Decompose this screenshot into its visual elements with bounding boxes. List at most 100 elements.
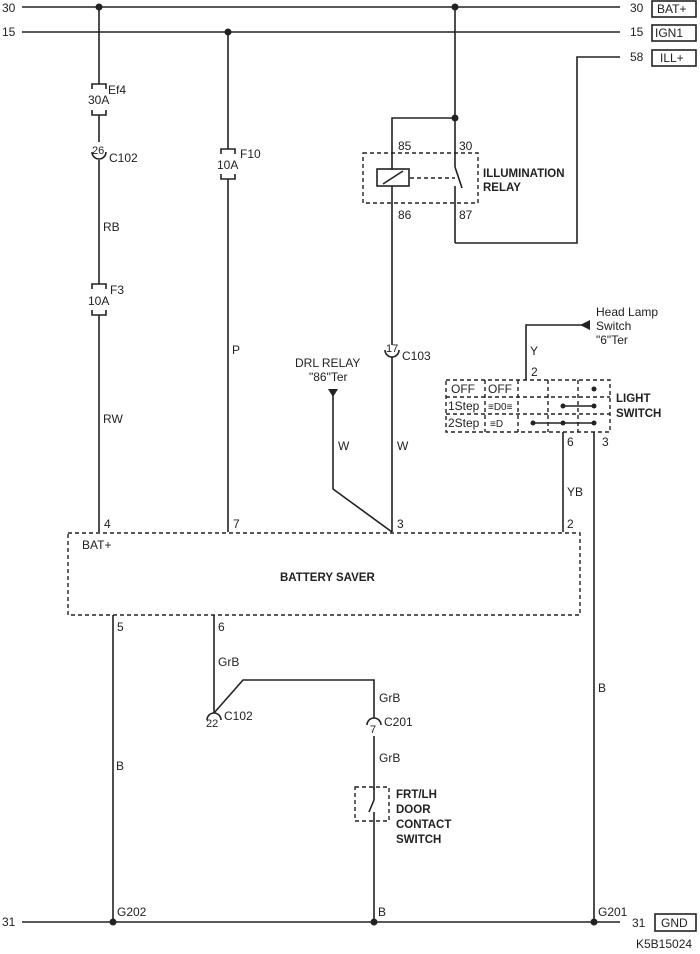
door-label-2: DOOR [396,804,431,816]
relay-pin87: 87 [459,208,473,222]
light-switch: Head Lamp Switch "6"Ter Y 2 OFF OFF 1Ste… [445,305,661,922]
door-label-4: SWITCH [396,834,441,846]
junction-dot [370,918,378,926]
ign-rail: 15 15 IGN1 [2,24,697,42]
c102-bottom-name: C102 [224,709,253,723]
relay-pin86: 86 [398,208,412,222]
wire-w-c103: W [397,439,409,453]
wire-rb: RB [103,220,120,234]
saver-pin4: 4 [104,517,111,531]
fuse-f3-name: F3 [110,283,124,297]
f10-branch: F10 10A P 7 [217,28,261,532]
figure-id: K5B15024 [636,937,692,951]
drl-relay-lead: DRL RELAY "86"Ter W [295,356,393,533]
relay-title-2: RELAY [483,182,521,194]
saver-pin2: 2 [567,517,574,531]
connector-c102-icon [91,151,107,160]
ls-pin6: 6 [567,435,574,449]
wire-p: P [232,343,240,357]
door-switch-box [354,786,390,822]
drl-label-2: "86"Ter [309,370,348,384]
ls-title-2: SWITCH [616,408,661,420]
ls-row2-sym: ≡D0≡ [488,402,513,413]
wire-w-drl: W [338,439,350,453]
fuse-f3-rating: 10A [88,294,109,308]
relay-pin30: 30 [459,139,473,153]
bat-terminal-box [651,0,697,18]
light-switch-box [445,379,611,433]
ign-rail-num-left: 15 [2,25,16,39]
gnd-rail-num: 31 [632,916,646,930]
fuse-ef4-name: Ef4 [108,83,126,97]
relay-title-1: ILLUMINATION [483,168,565,180]
gnd-rail-num-left: 31 [2,915,16,929]
door-label-1: FRT/LH [396,789,437,801]
connector-c201-icon [366,717,382,726]
c201-name: C201 [384,715,413,729]
wire-y: Y [530,344,538,358]
ground-g201: G201 [598,905,628,919]
wire-grb-1: GrB [218,655,239,669]
ls-row3-sym: ≡D [490,419,503,430]
ill-rail-num: 58 [630,50,644,64]
ls-row1-pos: OFF [451,382,475,396]
ls-title-1: LIGHT [616,393,651,405]
saver-pin3: 3 [397,517,404,531]
wire-b-mid: B [378,905,386,919]
junction-dot [109,918,117,926]
wire-yb: YB [567,485,583,499]
left-branch: Ef4 30A 26 C102 RB F3 10A RW 4 [88,3,138,532]
relay-box [362,152,479,204]
bat-rail-num-left: 30 [2,1,16,15]
wire-b-left: B [116,759,124,773]
fuse-ef4-rating: 30A [88,93,109,107]
headlamp-label-1: Head Lamp [596,305,658,319]
gnd-terminal-box [654,913,697,932]
door-label-3: CONTACT [396,819,451,831]
ls-row2-pos: 1Step [448,399,480,413]
wire-b-right: B [598,681,606,695]
ground-branch-left: 5 B [112,615,124,922]
saver-pin6: 6 [218,620,225,634]
fuse-f10-rating: 10A [217,158,238,172]
illumination-relay: 85 30 86 87 ILLUMINATION RELAY 17 C103 W… [362,3,565,532]
ls-row3-pos: 2Step [448,416,480,430]
ls-pin3: 3 [602,435,609,449]
ign-rail-num: 15 [630,25,644,39]
ls-pin2: 2 [531,365,538,379]
c102-bottom-pin: 22 [206,718,218,730]
ground-rail: 31 G202 G201 31 GND [2,905,697,932]
ill-terminal-box [651,49,697,67]
wire-grb-3: GrB [379,751,400,765]
drl-label-1: DRL RELAY [295,356,360,370]
headlamp-label-2: Switch [596,319,631,333]
c103-name: C103 [402,349,431,363]
ground-g202: G202 [117,905,147,919]
relay-coil-icon [376,168,410,187]
ign-terminal-label: IGN1 [655,26,683,40]
battery-saver: BAT+ BATTERY SAVER [67,532,581,616]
ill-rail: 58 ILL+ [455,49,697,244]
ign-terminal-box [651,24,697,42]
wire-rw: RW [103,412,123,426]
c201-pin: 7 [370,724,376,736]
saver-pin7: 7 [233,517,240,531]
saver-pin5: 5 [117,620,124,634]
junction-dot [590,918,598,926]
door-switch-contact-icon [368,799,375,813]
wire-grb-2: GrB [379,691,400,705]
saver-bat-label: BAT+ [82,538,111,552]
headlamp-label-3: "6"Ter [596,333,628,347]
ls-row1-sym: OFF [488,382,512,396]
fuse-f10-name: F10 [240,147,261,161]
gnd-terminal-label: GND [661,916,688,930]
c102-top-name: C102 [109,151,138,165]
door-switch-branch: 6 GrB 22 C102 GrB 7 C201 GrB FRT/LH DOOR… [206,615,451,922]
bat-rail-num: 30 [630,1,644,15]
relay-contact-icon [454,166,463,189]
c103-pin: 17 [386,343,398,355]
ill-terminal-label: ILL+ [660,51,684,65]
battery-saver-box [67,532,581,616]
relay-pin85: 85 [398,139,412,153]
